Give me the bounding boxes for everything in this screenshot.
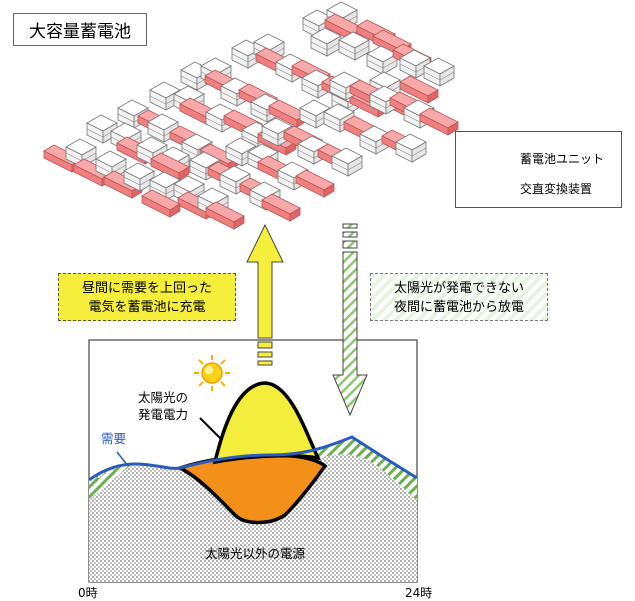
discharge-area-left: [89, 466, 130, 500]
solar-pointer: [199, 417, 223, 441]
legend-box: [455, 131, 622, 208]
discharge-callout-line1: 太陽光が発電できない: [393, 281, 524, 296]
demand-pointer: [116, 451, 129, 467]
legend-battery-unit-label: 蓄電池ユニット: [520, 152, 605, 166]
charge-callout-line1: 昼間に需要を上回った: [81, 281, 212, 296]
charge-callout-line2: 電気を蓄電池に充電: [88, 300, 206, 315]
demand-line: [88, 435, 418, 482]
x-axis-end-label: 24時: [405, 586, 433, 600]
x-axis-start-label: 0時: [78, 586, 98, 600]
solar-label-line1: 太陽光の: [138, 390, 189, 405]
sun-icon: [194, 355, 230, 391]
title-text: 大容量蓄電池: [29, 22, 131, 42]
discharge-callout: 太陽光が発電できない 夜間に蓄電池から放電: [370, 273, 548, 321]
solar-label: 太陽光の 発電電力: [138, 389, 188, 423]
other-source-label: 太陽光以外の電源: [205, 546, 306, 561]
demand-label: 需要: [101, 431, 127, 446]
up-arrow-icon: [246, 223, 284, 366]
discharge-callout-line2: 夜間に蓄電池から放電: [393, 300, 524, 315]
down-arrow-icon: [332, 223, 368, 417]
solar-label-line2: 発電電力: [138, 407, 189, 422]
legend-inverter-label: 交直変換装置: [520, 182, 593, 196]
title-box: 大容量蓄電池: [13, 13, 147, 46]
charge-callout: 昼間に需要を上回った 電気を蓄電池に充電: [58, 273, 236, 321]
discharge-area: [310, 437, 417, 500]
